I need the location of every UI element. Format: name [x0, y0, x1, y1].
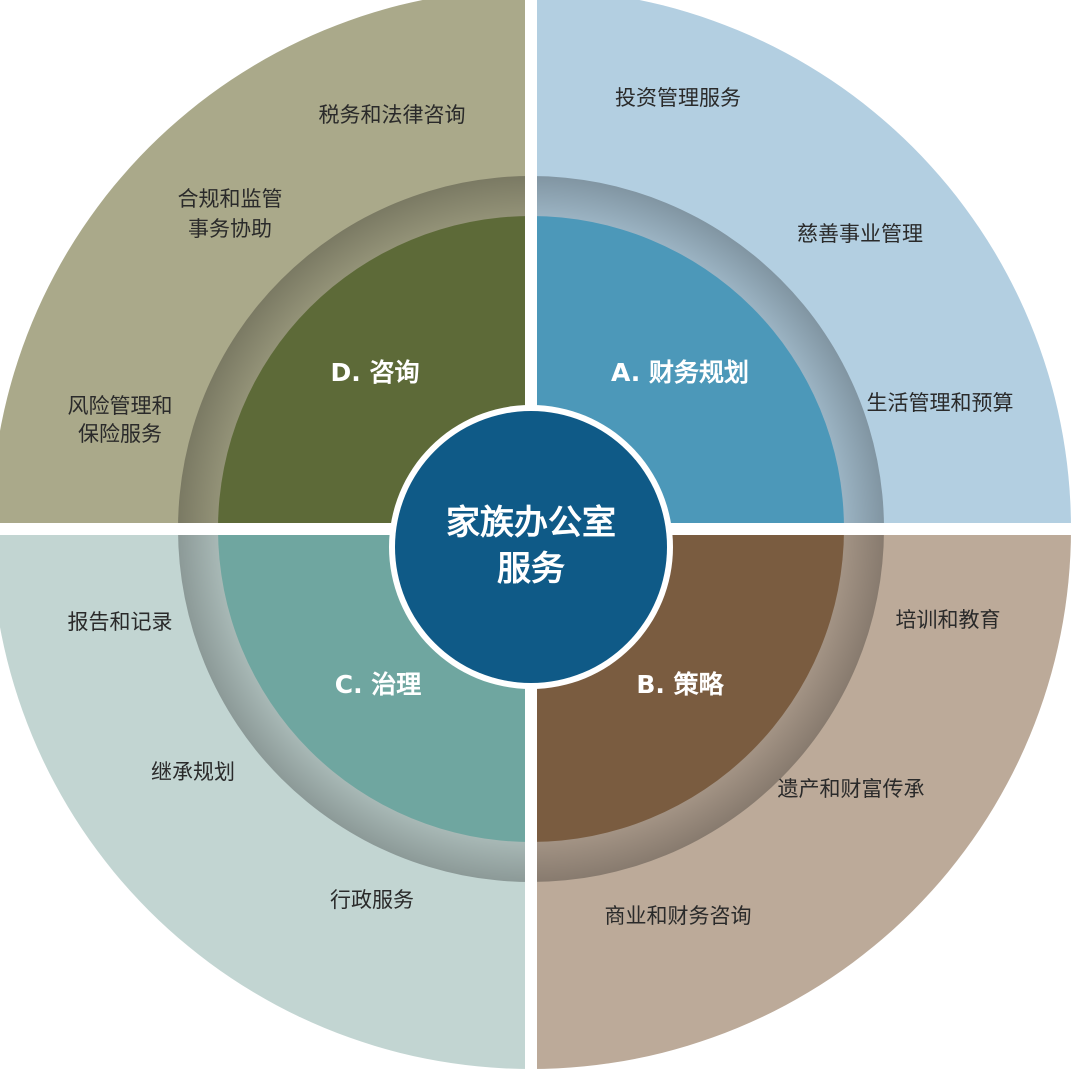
category-label-consulting: D. 咨询 [331, 358, 420, 387]
service-item: 培训和教育 [896, 608, 1001, 632]
category-label-strategy: B. 策略 [636, 670, 724, 699]
service-item: 继承规划 [151, 760, 235, 784]
service-item: 投资管理服务 [615, 86, 741, 110]
service-item: 行政服务 [330, 888, 414, 912]
center-title-line1: 家族办公室 [446, 503, 616, 543]
service-item: 事务协助 [188, 217, 272, 241]
service-item: 报告和记录 [68, 610, 173, 634]
service-item: 合规和监管 [178, 187, 283, 211]
service-item: 生活管理和预算 [867, 391, 1014, 415]
service-item: 风险管理和 [68, 394, 173, 418]
service-item: 商业和财务咨询 [605, 904, 752, 928]
service-item: 遗产和财富传承 [778, 777, 925, 801]
service-item: 保险服务 [78, 422, 162, 446]
category-label-financial-planning: A. 财务规划 [611, 358, 749, 387]
center-circle [395, 411, 667, 683]
service-item: 慈善事业管理 [797, 222, 923, 246]
center-title-line2: 服务 [497, 549, 565, 589]
category-label-governance: C. 治理 [335, 670, 422, 699]
service-item: 税务和法律咨询 [319, 103, 466, 127]
